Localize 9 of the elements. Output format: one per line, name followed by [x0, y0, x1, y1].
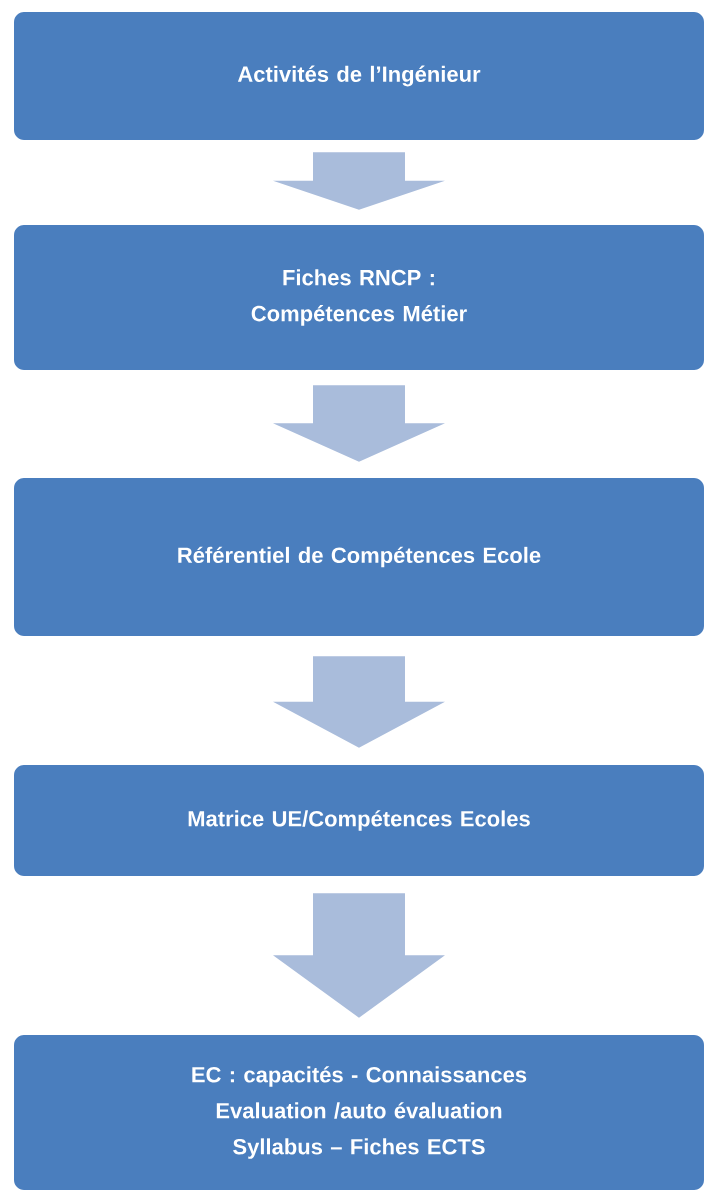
arrow	[273, 385, 445, 462]
process-box: Fiches RNCP : Compétences Métier	[14, 225, 704, 370]
process-box: Référentiel de Compétences Ecole	[14, 478, 704, 636]
arrow	[273, 656, 445, 748]
process-box: Activités de l’Ingénieur	[14, 12, 704, 140]
process-box: Matrice UE/Compétences Ecoles	[14, 765, 704, 876]
arrow	[273, 893, 445, 1018]
process-box: EC : capacités - Connaissances Evaluation /auto évaluation Syllabus – Fiches ECTS	[14, 1035, 704, 1190]
arrow	[273, 152, 445, 210]
